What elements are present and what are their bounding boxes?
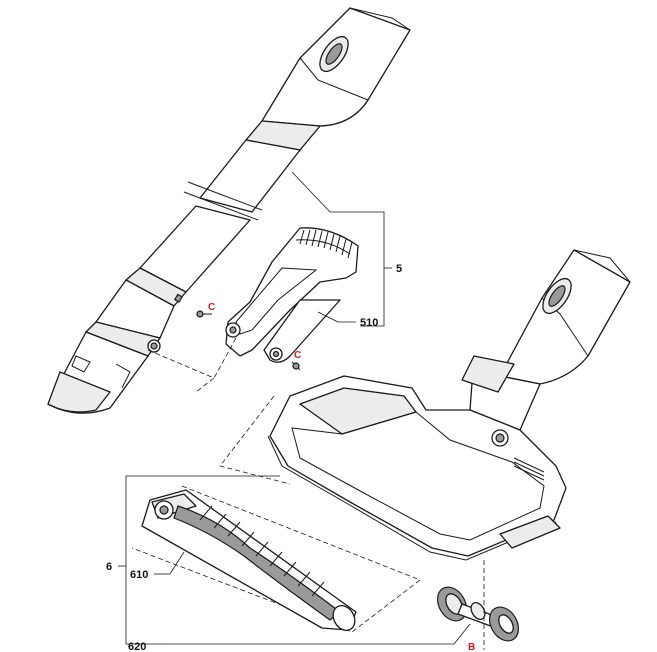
assembly-6-bracket: 6 <box>106 475 280 645</box>
wand-tube-lower-end <box>47 267 187 414</box>
head-release-button <box>542 277 572 315</box>
release-button <box>319 35 349 73</box>
callout-6: 6 <box>106 561 112 573</box>
neck-connector-ribs <box>299 229 353 259</box>
callout-5: 5 <box>396 263 402 275</box>
floor-head-tube <box>461 249 631 431</box>
brushroll-610: 610 <box>130 489 357 631</box>
brushroll-bristles <box>199 505 325 597</box>
callout-610: 610 <box>130 569 148 581</box>
callout-510: 510 <box>360 317 378 329</box>
alignment-line-roller <box>131 485 421 633</box>
alignment-line-head <box>219 395 291 485</box>
assembly-5-bracket: 5 <box>291 171 402 327</box>
screw-c-upper-label: C <box>208 302 215 313</box>
floor-head-body <box>267 375 567 561</box>
rear-wheels-620: 620 B <box>128 560 520 652</box>
floor-head-vent <box>513 457 545 481</box>
callout-620: 620 <box>128 641 146 652</box>
wand-tube-upper <box>139 7 411 293</box>
alignment-line-tube <box>147 349 215 393</box>
screw-c-lower: C <box>291 350 301 371</box>
ref-b-label: B <box>468 642 475 652</box>
screw-c-lower-label: C <box>294 350 301 361</box>
screw-c-upper: C <box>196 302 215 318</box>
neck-connector-510: 510 <box>225 227 378 363</box>
